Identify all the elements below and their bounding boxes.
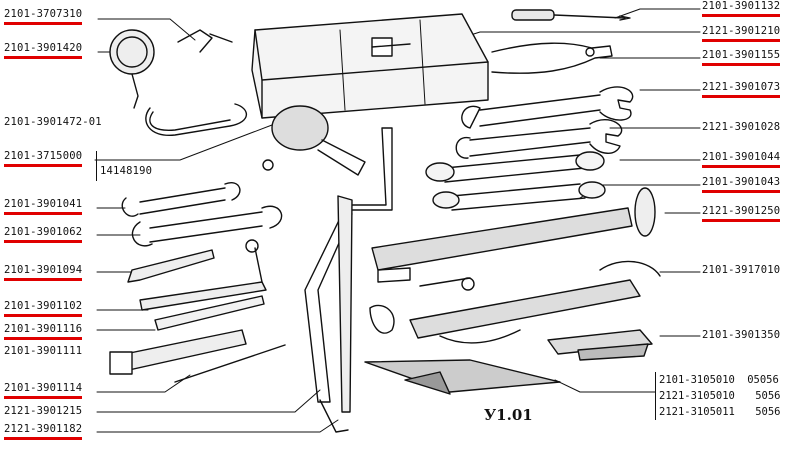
table-row: 2121-3105010 5056 [659,388,780,404]
table-variant: 05056 [747,374,779,386]
bracket-line [96,151,97,181]
pry-bar [337,195,353,413]
label-part-2121-3901250: 2121-3901250 [702,205,781,222]
label-part-2101-3917010: 2101-3917010 [702,264,781,276]
rubber-strips [547,329,653,361]
label-part-2101-3901116: 2101-3901116 [4,323,83,340]
table-code: 2121-3105010 [659,390,735,402]
label-part-2101-3715000: 2101-3715000 [4,150,83,167]
table-code: 2121-3105011 [659,406,735,418]
left-open-wrenches [121,182,283,247]
tool-pouch [251,13,489,119]
fitting [177,29,233,53]
socket-tubes [109,295,286,383]
label-part-2101-3901420: 2101-3901420 [4,42,83,59]
label-part-2101-3901472-01: 2101-3901472-01 [4,116,102,128]
table-row: 2121-3105011 5056 [659,404,780,420]
funnel [262,105,366,176]
label-part-14148190: 14148190 [100,165,153,177]
pliers [491,42,613,74]
hex-keys [127,239,267,311]
hose [145,103,248,136]
label-part-2121-3901073: 2121-3901073 [702,81,781,98]
label-part-2101-3901044: 2101-3901044 [702,151,781,168]
label-part-2101-3901111: 2101-3901111 [4,345,83,357]
brush [364,359,561,395]
tire-gauge [109,29,155,109]
table-code: 2101-3105010 [659,374,735,386]
label-part-2101-3901043: 2101-3901043 [702,176,781,193]
label-part-2101-3901114: 2101-3901114 [4,382,83,399]
table-row: 2101-3105010 05056 [659,372,780,388]
label-part-2101-3901094: 2101-3901094 [4,264,83,281]
screwdriver [511,9,631,21]
label-part-2101-3901155: 2101-3901155 [702,49,781,66]
label-part-2101-3707310: 2101-3707310 [4,8,83,25]
label-part-2101-3901062: 2101-3901062 [4,226,83,243]
jack [371,187,656,291]
tire-pump [369,260,661,344]
table-variant: 5056 [755,390,781,402]
figure-label: У1.01 [484,406,533,424]
label-part-2101-3901041: 2101-3901041 [4,198,83,215]
jack-variants-table: 2101-3105010 05056 2121-3105010 5056 212… [655,372,780,420]
label-part-2101-3901132: 2101-3901132 [702,0,781,17]
box-end-wrenches [425,151,606,211]
label-part-2121-3901215: 2121-3901215 [4,405,83,417]
label-part-2121-3901210: 2121-3901210 [702,25,781,42]
table-variant: 5056 [755,406,781,418]
label-part-2101-3901350: 2101-3901350 [702,329,781,341]
label-part-2121-3901182: 2121-3901182 [4,423,83,440]
open-end-wrenches [455,86,634,159]
label-part-2101-3901102: 2101-3901102 [4,300,83,317]
label-part-2121-3901028: 2121-3901028 [702,121,781,133]
